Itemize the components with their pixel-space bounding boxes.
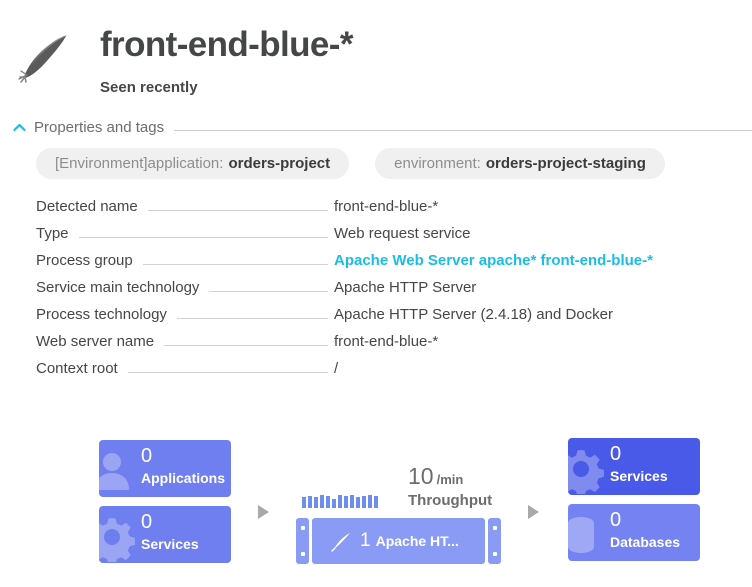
throughput-unit: /min <box>436 472 464 487</box>
property-value-link[interactable]: Apache Web Server apache* front-end-blue… <box>334 252 653 269</box>
incoming-applications-tile[interactable]: 0 Applications <box>99 440 231 497</box>
outgoing-column: 0 Services 0 Databases <box>568 438 700 561</box>
service-flow-diagram: 0 Applications 0 Services 10/min T <box>0 430 752 587</box>
leader-line <box>142 264 328 265</box>
property-label: Type <box>36 225 69 242</box>
throughput-label: Throughput <box>408 492 493 509</box>
triangle-right-icon <box>528 505 539 519</box>
tile-label: Applications <box>141 470 226 486</box>
properties-table: Detected name front-end-blue-* Type Web … <box>36 198 726 387</box>
throughput-value: 10 <box>408 463 434 489</box>
tile-count: 0 <box>141 445 153 467</box>
incoming-services-tile[interactable]: 0 Services <box>99 506 231 563</box>
page-header: front-end-blue-* Seen recently <box>0 0 752 108</box>
property-value: Apache HTTP Server (2.4.18) and Docker <box>334 306 614 323</box>
property-value: Web request service <box>334 225 471 242</box>
service-name: Apache HT... <box>375 533 459 549</box>
leader-line <box>164 345 328 346</box>
tile-label: Databases <box>610 534 681 550</box>
tag-list: [Environment]application: orders-project… <box>36 148 665 179</box>
property-label: Web server name <box>36 333 155 350</box>
property-row: Service main technology Apache HTTP Serv… <box>36 279 726 306</box>
property-row: Process group Apache Web Server apache* … <box>36 252 726 279</box>
tile-count: 0 <box>610 443 622 465</box>
gear-icon <box>99 512 137 563</box>
tag-key: [Environment]application: <box>55 155 224 172</box>
section-title: Properties and tags <box>34 118 165 136</box>
leader-line <box>176 318 328 319</box>
page-subtitle: Seen recently <box>100 79 198 96</box>
property-row: Process technology Apache HTTP Server (2… <box>36 306 726 333</box>
throughput-sparkline <box>302 490 378 508</box>
tile-label: Services <box>610 468 668 484</box>
leader-line <box>127 372 328 373</box>
tag-value: orders-project-staging <box>485 155 646 172</box>
properties-section-header[interactable]: Properties and tags <box>12 117 752 137</box>
property-row: Detected name front-end-blue-* <box>36 198 726 225</box>
triangle-right-icon <box>258 505 269 519</box>
leader-line <box>147 210 328 211</box>
outgoing-services-tile[interactable]: 0 Services <box>568 438 700 495</box>
section-divider <box>174 129 752 131</box>
leader-line <box>78 237 328 238</box>
database-icon <box>568 510 606 560</box>
incoming-column: 0 Applications 0 Services <box>99 440 231 563</box>
property-row: Web server name front-end-blue-* <box>36 333 726 360</box>
card-body: 1 Apache HT... <box>312 518 485 564</box>
tile-count: 0 <box>141 511 153 533</box>
page-title: front-end-blue-* <box>100 25 353 64</box>
user-icon <box>99 446 137 496</box>
property-label: Process group <box>36 252 133 269</box>
property-row: Type Web request service <box>36 225 726 252</box>
center-service-group: 10/min Throughput 1 Apache HT... <box>296 442 506 577</box>
leader-line <box>209 291 328 292</box>
tag-value: orders-project <box>228 155 331 172</box>
tag-key: environment: <box>394 155 481 172</box>
property-value: / <box>334 360 339 377</box>
card-left-bracket <box>296 518 309 564</box>
tile-label: Services <box>141 536 199 552</box>
property-label: Service main technology <box>36 279 200 296</box>
throughput-value-row: 10/min <box>408 463 463 493</box>
property-label: Context root <box>36 360 118 377</box>
current-service-card[interactable]: 1 Apache HT... <box>296 518 501 564</box>
outgoing-databases-tile[interactable]: 0 Databases <box>568 504 700 561</box>
gear-icon <box>568 444 606 495</box>
service-count: 1 <box>360 530 371 551</box>
property-value: Apache HTTP Server <box>334 279 477 296</box>
property-label: Detected name <box>36 198 138 215</box>
tag-pill[interactable]: [Environment]application: orders-project <box>36 148 350 179</box>
property-value: front-end-blue-* <box>334 198 439 215</box>
apache-feather-icon <box>14 24 78 88</box>
property-value: front-end-blue-* <box>334 333 439 350</box>
card-right-bracket <box>488 518 501 564</box>
tag-pill[interactable]: environment: orders-project-staging <box>375 148 665 179</box>
chevron-up-icon[interactable] <box>12 120 27 135</box>
tile-count: 0 <box>610 509 622 531</box>
property-label: Process technology <box>36 306 167 323</box>
apache-feather-icon <box>330 529 354 553</box>
property-row: Context root / <box>36 360 726 387</box>
